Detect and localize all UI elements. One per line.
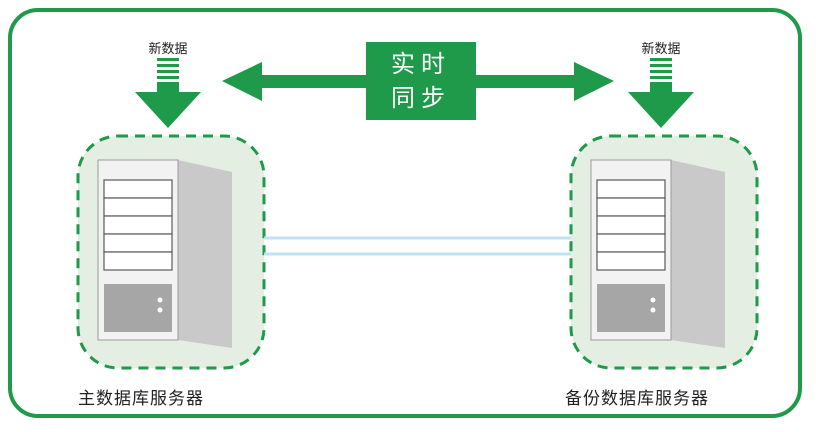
backup-server-icon [590, 159, 725, 348]
server-link [264, 236, 571, 256]
sync-label-line1: 实时 [391, 50, 451, 78]
diagram-frame [8, 8, 802, 418]
primary-server-icon [97, 159, 232, 348]
sync-double-arrow-icon [222, 62, 614, 101]
primary-new-data-arrow-icon [135, 58, 201, 128]
backup-new-data-label: 新数据 [641, 42, 681, 57]
primary-server-label: 主数据库服务器 [78, 389, 204, 409]
realtime-sync-label: 实时 同步 [366, 42, 476, 120]
backup-server-label: 备份数据库服务器 [565, 389, 709, 409]
backup-new-data-arrow-icon [628, 58, 694, 128]
primary-new-data-label: 新数据 [148, 42, 188, 57]
sync-label-line2: 同步 [391, 84, 451, 112]
